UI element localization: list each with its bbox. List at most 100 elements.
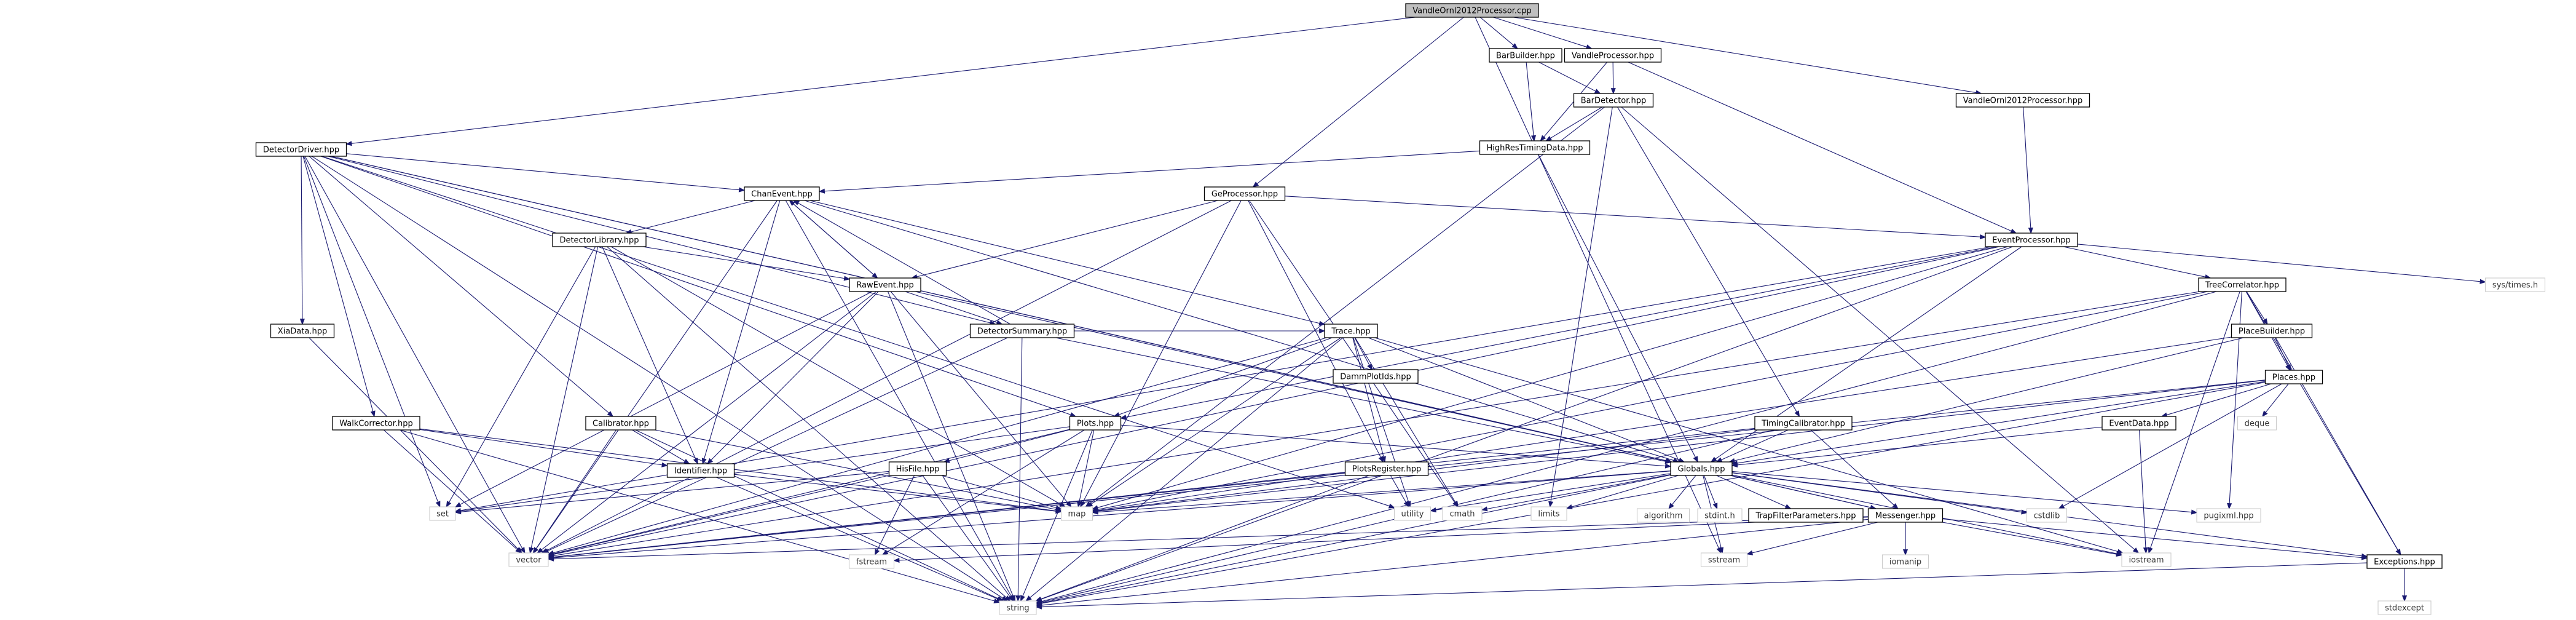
node-geproc[interactable]: GeProcessor.hpp xyxy=(1203,186,1286,201)
node-label: fstream xyxy=(856,558,887,567)
edge-geproc-to-map xyxy=(1080,200,1242,508)
edge-xiadata-to-vector xyxy=(309,337,523,554)
node-label: Places.hpp xyxy=(2272,373,2315,383)
arrowhead-icon xyxy=(1610,88,1616,95)
node-box xyxy=(1867,508,1944,523)
node-placebuilder[interactable]: PlaceBuilder.hpp xyxy=(2231,324,2313,338)
node-label: Calibrator.hpp xyxy=(593,419,649,429)
node-box xyxy=(1697,508,1743,523)
edge-globals-to-stdint xyxy=(1703,475,1718,510)
arrowhead-icon xyxy=(1007,595,1014,602)
node-systimes: sys/times.h xyxy=(2484,277,2546,292)
node-label: Identifier.hpp xyxy=(674,467,727,476)
edge-bardetector-to-limits xyxy=(1548,106,1613,508)
arrowhead-icon xyxy=(1092,509,1098,515)
node-vandleornlhpp[interactable]: VandleOrnl2012Processor.hpp xyxy=(1955,93,2090,108)
node-places[interactable]: Places.hpp xyxy=(2264,370,2323,384)
edge-line xyxy=(1248,200,1382,458)
node-string: string xyxy=(999,600,1037,615)
node-vandleproc[interactable]: VandleProcessor.hpp xyxy=(1564,48,1662,63)
edge-line xyxy=(1479,17,1514,46)
node-detlib[interactable]: DetectorLibrary.hpp xyxy=(552,232,647,247)
node-vector: vector xyxy=(508,552,549,567)
node-trapfilter[interactable]: TrapFilterParameters.hpp xyxy=(1748,508,1864,523)
edge-hisfile-to-fstream xyxy=(874,475,915,556)
arrowhead-icon xyxy=(1693,456,1698,463)
arrowhead-icon xyxy=(2058,504,2065,509)
node-box xyxy=(1405,3,1539,18)
arrowhead-icon xyxy=(1715,457,1723,463)
edge-line xyxy=(824,150,1480,192)
edge-detdriver-to-detsummary xyxy=(328,156,996,325)
edge-line xyxy=(1538,154,1696,458)
edge-treecorr-to-string xyxy=(1035,291,2217,604)
edge-chanevent-to-detlib xyxy=(625,200,755,234)
edge-line xyxy=(309,337,519,550)
node-barbuilder[interactable]: BarBuilder.hpp xyxy=(1489,48,1562,63)
node-plotsreg[interactable]: PlotsRegister.hpp xyxy=(1344,461,1429,476)
arrowhead-icon xyxy=(1530,135,1537,142)
arrowhead-icon xyxy=(532,547,538,554)
node-box xyxy=(1670,461,1733,476)
node-timingcal[interactable]: TimingCalibrator.hpp xyxy=(1754,416,1853,431)
edge-line xyxy=(1486,474,1671,510)
edge-plots-to-globals xyxy=(1121,424,1672,469)
node-detdriver[interactable]: DetectorDriver.hpp xyxy=(255,142,347,157)
node-rawevent[interactable]: RawEvent.hpp xyxy=(849,277,921,292)
node-messenger[interactable]: Messenger.hpp xyxy=(1867,508,1944,523)
arrowhead-icon xyxy=(547,556,554,562)
edge-messenger-to-vector xyxy=(547,516,1869,562)
node-stdexcept: stdexcept xyxy=(2377,600,2432,615)
edge-globals-to-utility xyxy=(1430,473,1671,513)
arrowhead-icon xyxy=(874,549,880,556)
edge-places-to-string xyxy=(1035,381,2266,606)
edge-exceptions-to-string xyxy=(1035,562,2368,610)
node-chanevent[interactable]: ChanEvent.hpp xyxy=(744,186,820,201)
arrowhead-icon xyxy=(1120,415,1127,420)
edge-line xyxy=(553,337,1327,554)
node-walkcorr[interactable]: WalkCorrector.hpp xyxy=(332,416,420,431)
node-box xyxy=(2121,552,2172,567)
node-exceptions[interactable]: Exceptions.hpp xyxy=(2366,554,2443,569)
edge-line xyxy=(922,475,1010,597)
node-xiadata[interactable]: XiaData.hpp xyxy=(270,324,335,338)
node-box xyxy=(1636,508,1690,523)
edge-line xyxy=(419,429,663,466)
arrowhead-icon xyxy=(520,547,526,554)
arrowhead-icon xyxy=(1710,456,1717,463)
node-eventdata[interactable]: EventData.hpp xyxy=(2101,416,2176,431)
edge-line xyxy=(1041,381,2266,604)
edge-line xyxy=(1390,475,1407,503)
node-box xyxy=(2237,416,2277,431)
node-bardetector[interactable]: BarDetector.hpp xyxy=(1573,93,1654,108)
edge-line xyxy=(1118,337,1333,415)
arrowhead-icon xyxy=(1388,503,1395,509)
node-trace[interactable]: Trace.hpp xyxy=(1324,324,1378,338)
node-label: deque xyxy=(2245,419,2270,429)
node-box xyxy=(1069,416,1122,431)
edge-line xyxy=(642,246,845,279)
arrowhead-icon xyxy=(2028,227,2033,234)
node-dammplot[interactable]: DammPlotIds.hpp xyxy=(1333,369,1419,384)
edge-messenger-to-iomanip xyxy=(1902,522,1908,556)
node-eventproc[interactable]: EventProcessor.hpp xyxy=(1985,232,2078,247)
node-label: limits xyxy=(1538,510,1560,519)
arrowhead-icon xyxy=(1020,595,1025,602)
node-globals[interactable]: Globals.hpp xyxy=(1670,461,1733,476)
edge-line xyxy=(2139,429,2146,548)
edge-plots-to-string xyxy=(1020,429,1093,602)
arrowhead-icon xyxy=(1566,504,1573,509)
node-root[interactable]: VandleOrnl2012Processor.cpp xyxy=(1405,3,1539,18)
edge-line xyxy=(632,429,685,462)
node-identifier[interactable]: Identifier.hpp xyxy=(666,463,735,478)
node-highres[interactable]: HighResTimingData.hpp xyxy=(1479,140,1591,155)
edge-line xyxy=(459,291,872,505)
node-calibrator[interactable]: Calibrator.hpp xyxy=(585,416,656,431)
arrowhead-icon xyxy=(515,547,522,554)
node-hisfile[interactable]: HisFile.hpp xyxy=(888,461,947,476)
node-plots[interactable]: Plots.hpp xyxy=(1069,416,1122,431)
edge-detdriver-to-walkcorr xyxy=(302,156,376,418)
node-label: BarDetector.hpp xyxy=(1581,97,1647,106)
node-detsummary[interactable]: DetectorSummary.hpp xyxy=(969,324,1075,338)
node-treecorr[interactable]: TreeCorrelator.hpp xyxy=(2198,277,2286,292)
